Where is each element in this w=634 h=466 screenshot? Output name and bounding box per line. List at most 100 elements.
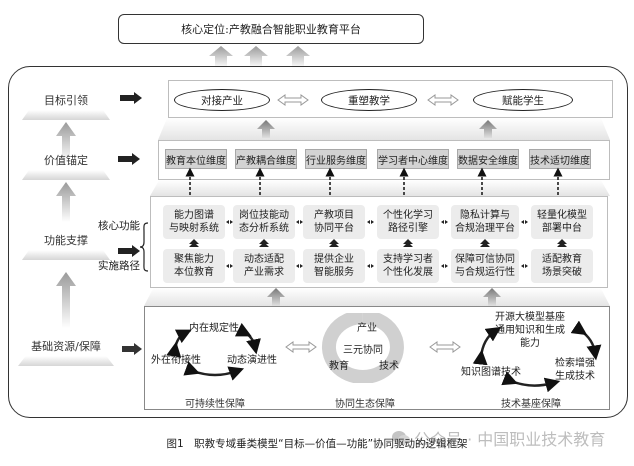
level-base — [22, 170, 110, 180]
core-position-box: 核心定位:产教融合智能职业教育平台 — [118, 14, 424, 44]
triad-node-education: 教育 — [329, 361, 349, 372]
tech-node-right: 检索增强 生成技术 — [555, 358, 595, 382]
bidirectional-arrow-icon — [521, 264, 528, 268]
goal-ellipse: 重塑教学 — [321, 89, 417, 111]
implementation-path-cell: 适配教育场景突破 — [531, 249, 593, 283]
cycle-arrow-icon — [570, 320, 602, 361]
implementation-path-cell: 聚焦能力本位教育 — [163, 249, 225, 283]
up-arrow-icon — [286, 46, 310, 68]
up-arrow-icon — [257, 120, 275, 138]
level-base — [22, 110, 110, 120]
up-arrow-icon — [483, 288, 501, 306]
dimension-box: 产教耦合维度 — [235, 149, 297, 169]
right-arrow-icon — [118, 245, 140, 257]
triad-ring-icon — [321, 313, 404, 383]
up-chevron-icon — [557, 239, 567, 247]
level-label: 基础资源/保障 — [31, 340, 101, 353]
watermark: 公众号 · 中国职业技术教育 — [392, 426, 605, 450]
triad-node-industry: 产业 — [357, 323, 377, 334]
brace-label-implementation-path: 实施路径 — [98, 260, 140, 272]
level-function-support: 功能支撑 — [22, 230, 110, 260]
framework-frame — [8, 66, 628, 418]
up-arrow-icon — [209, 46, 233, 68]
bidirectional-arrow-icon — [441, 220, 448, 224]
up-chevron-icon — [480, 239, 490, 247]
double-arrow-icon — [427, 94, 459, 106]
dimension-box: 数据安全维度 — [457, 149, 519, 169]
implementation-path-cell: 支持学习者个性化发展 — [377, 249, 439, 283]
sustainability-title: 可持续性保障 — [185, 399, 245, 410]
triad-node-technology: 技术 — [379, 361, 399, 372]
dimension-box: 学习者中心维度 — [377, 149, 449, 169]
level-basic-resources: 基础资源/保障 — [18, 336, 114, 366]
bidirectional-arrow-icon — [296, 220, 303, 224]
cycle-arrow-icon — [234, 322, 261, 355]
bidirectional-arrow-icon — [226, 220, 233, 224]
bidirectional-arrow-icon — [226, 264, 233, 268]
core-function-cell: 隐私计算与合规治理平台 — [451, 205, 519, 239]
implementation-path-cell: 提供企业智能服务 — [303, 249, 365, 283]
up-chevron-icon — [403, 239, 413, 247]
goal-label: 赋能学生 — [502, 94, 544, 107]
level-base — [18, 356, 114, 366]
double-arrow-icon — [429, 341, 461, 353]
implementation-path-cell: 动态适配产业需求 — [233, 249, 295, 283]
bidirectional-arrow-icon — [296, 264, 303, 268]
cycle-node-left: 外在衔接性 — [151, 355, 201, 366]
triad-center: 三元协同 — [343, 345, 383, 356]
level-up-arrow-icon — [56, 182, 76, 222]
core-position-text: 核心定位:产教融合智能职业教育平台 — [181, 23, 361, 36]
dimension-box: 教育本位维度 — [165, 149, 227, 169]
goal-panel: 对接产业 重塑教学 赋能学生 — [168, 80, 613, 118]
up-chevron-icon — [259, 239, 269, 247]
level-up-arrow-icon — [56, 122, 76, 162]
core-function-cell: 轻量化模型部署中台 — [531, 205, 593, 239]
level-label: 目标引领 — [44, 94, 88, 107]
bidirectional-arrow-icon — [367, 264, 374, 268]
level-label: 功能支撑 — [44, 234, 88, 247]
cycle-node-top: 内在规定性 — [189, 323, 239, 334]
bidirectional-arrow-icon — [441, 264, 448, 268]
curly-brace-icon — [140, 222, 149, 272]
up-chevron-icon — [329, 239, 339, 247]
connector-trapezoid — [144, 288, 610, 306]
basis-panel: 内在规定性 外在衔接性 动态演进性 可持续性保障 产业 三元协同 教育 技术 协… — [144, 306, 610, 410]
watermark-text: 公众号 · 中国职业技术教育 — [414, 430, 606, 449]
cycle-arrow-icon — [183, 361, 245, 381]
level-label: 价值锚定 — [44, 154, 88, 167]
connector-trapezoid — [150, 180, 610, 196]
wechat-icon — [392, 431, 410, 445]
value-dimension-panel: 教育本位维度 产教耦合维度 行业服务维度 学习者中心维度 数据安全维度 技术适切… — [158, 140, 610, 180]
goal-label: 重塑教学 — [348, 94, 390, 107]
cycle-arrows — [166, 322, 261, 381]
connector-trapezoid — [158, 118, 610, 140]
goal-ellipse: 赋能学生 — [473, 89, 573, 111]
level-goal-guidance: 目标引领 — [22, 90, 110, 120]
bidirectional-arrow-icon — [521, 220, 528, 224]
core-function-cell: 个性化学习路径引擎 — [377, 205, 439, 239]
figure-caption: 图1 职教专域垂类模型“目标—价值—功能”协同驱动的逻辑框架 — [166, 438, 468, 450]
tech-cycle-arrows — [472, 320, 602, 393]
double-arrow-icon — [285, 341, 317, 353]
cycle-arrow-icon — [501, 371, 561, 393]
function-connectors — [189, 220, 567, 268]
up-chevron-icon — [189, 239, 199, 247]
up-arrow-icon — [267, 288, 285, 306]
bidirectional-arrow-icon — [367, 220, 374, 224]
cycle-arrow-icon — [472, 326, 502, 366]
right-arrow-icon — [118, 153, 140, 165]
tech-base-title: 技术基座保障 — [501, 399, 561, 410]
ecosystem-title: 协同生态保障 — [335, 399, 395, 410]
cycle-node-right: 动态演进性 — [227, 355, 277, 366]
function-panel: 能力图谱与映射系统 岗位技能动态分析系统 产教项目协同平台 个性化学习路径引擎 … — [150, 196, 608, 288]
tech-node-top: 开源大模型基座 通用知识和生成 能力 — [495, 312, 565, 349]
top-up-arrows — [209, 46, 310, 68]
dimension-box: 行业服务维度 — [305, 149, 367, 169]
level-up-arrow-icon — [56, 272, 76, 328]
implementation-path-cell: 保障可信协同与合规运行性 — [451, 249, 519, 283]
goal-label: 对接产业 — [201, 94, 243, 107]
brace-label-core-function: 核心功能 — [98, 220, 140, 232]
core-function-cell: 产教项目协同平台 — [303, 205, 365, 239]
level-base — [22, 250, 110, 260]
up-arrow-icon — [479, 120, 497, 138]
